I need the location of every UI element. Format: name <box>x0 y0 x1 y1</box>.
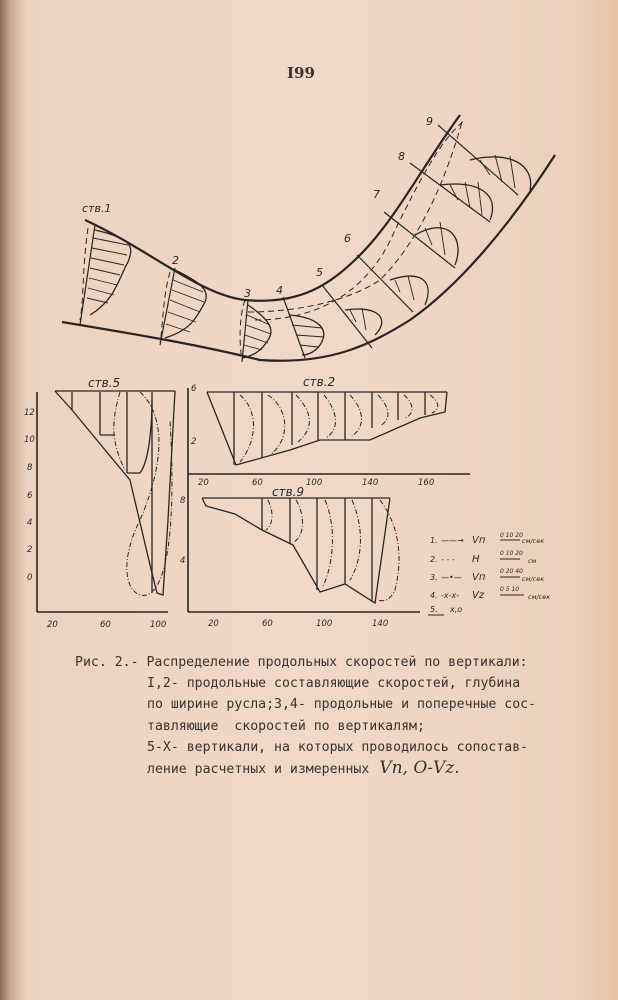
chart-section-5-ticks: 12 10 8 6 4 2 0 20 60 100 <box>24 408 166 630</box>
svg-text:60: 60 <box>262 619 273 629</box>
legend-item-2: 2. - - - H 0 10 20 см <box>430 550 537 565</box>
svg-text:160: 160 <box>418 478 434 488</box>
svg-text:100: 100 <box>150 620 166 630</box>
chart-section-5: ств.5 12 10 8 6 4 2 0 20 60 <box>24 376 176 630</box>
svg-text:6: 6 <box>344 232 351 245</box>
svg-text:H: H <box>472 554 480 565</box>
svg-text:-x-x-: -x-x- <box>441 591 459 600</box>
svg-text:8: 8 <box>27 463 33 473</box>
svg-text:12: 12 <box>24 408 35 418</box>
svg-text:5.: 5. <box>430 605 438 614</box>
svg-text:0: 0 <box>27 573 32 583</box>
svg-text:ств.1: ств.1 <box>82 202 111 215</box>
plan-view-channel <box>61 114 556 362</box>
legend-item-3: 3. —•— Vп 0 20 40 см/сек <box>430 568 544 583</box>
svg-text:см/сек: см/сек <box>522 575 544 583</box>
svg-text:см/сек: см/сек <box>522 537 544 545</box>
svg-text:100: 100 <box>306 478 322 488</box>
legend: 1. ——→ Vп 0 10 20 см/сек 2. - - - H 0 10… <box>428 532 550 616</box>
legend-item-4: 4. -x-x- Vz 0 5 10 см/сек <box>430 586 550 601</box>
caption-line-1: Рис. 2.- Распределение продольных скорос… <box>75 655 528 670</box>
caption-handwritten: Vп, О-Vz. <box>379 758 460 779</box>
svg-text:0 5 10: 0 5 10 <box>500 586 519 593</box>
svg-text:- - -: - - - <box>441 555 455 564</box>
legend-item-5: 5. x,o <box>428 605 462 616</box>
svg-text:ств.9: ств.9 <box>272 485 304 499</box>
svg-text:60: 60 <box>100 620 111 630</box>
svg-text:140: 140 <box>362 478 378 488</box>
page-number: I99 <box>287 64 315 82</box>
svg-text:0 10 20: 0 10 20 <box>500 550 523 557</box>
plan-view-labels: ств.1 2 3 4 5 6 7 8 9 <box>82 115 433 300</box>
caption-line-3: по ширине русла;3,4- продольные и попере… <box>147 697 537 713</box>
svg-text:2: 2 <box>27 545 32 555</box>
svg-text:9: 9 <box>426 115 433 128</box>
svg-text:3: 3 <box>244 287 251 300</box>
svg-text:60: 60 <box>252 478 263 488</box>
svg-text:8: 8 <box>398 150 405 163</box>
svg-text:10: 10 <box>24 435 35 445</box>
svg-text:ств.2: ств.2 <box>303 375 335 389</box>
svg-text:20: 20 <box>47 620 58 630</box>
caption-line-2: I,2- продольные составляющие скоростей, … <box>147 676 521 692</box>
caption-label: Рис. 2.- <box>75 655 139 670</box>
svg-text:2: 2 <box>191 437 196 447</box>
svg-text:——→: ——→ <box>441 536 464 545</box>
svg-text:8: 8 <box>180 496 186 506</box>
figure-2: ств.1 2 3 4 5 6 7 8 9 ств.5 12 <box>24 114 556 630</box>
svg-text:см: см <box>528 557 537 565</box>
plan-view-velocity-profiles <box>89 156 532 359</box>
svg-text:20: 20 <box>198 478 209 488</box>
caption-line-5: 5-Х- вертикали, на которых проводилось с… <box>147 739 529 755</box>
svg-text:4: 4 <box>27 518 32 528</box>
svg-text:100: 100 <box>316 619 332 629</box>
plan-view-hatching <box>86 154 516 351</box>
svg-text:x,o: x,o <box>449 605 462 614</box>
svg-text:4: 4 <box>180 556 185 566</box>
svg-text:0 20 40: 0 20 40 <box>500 568 523 575</box>
svg-text:140: 140 <box>372 619 388 629</box>
svg-text:ств.5: ств.5 <box>88 376 120 390</box>
svg-text:4: 4 <box>276 284 283 297</box>
svg-text:5: 5 <box>316 266 323 279</box>
svg-text:2: 2 <box>172 254 179 267</box>
svg-text:20: 20 <box>208 619 219 629</box>
chart-section-2: ств.2 6 2 <box>187 375 470 612</box>
svg-text:3.: 3. <box>430 573 438 582</box>
svg-text:2.: 2. <box>430 555 438 564</box>
plan-view-sections <box>79 124 519 363</box>
svg-text:6: 6 <box>27 491 33 501</box>
chart-section-9: ств.9 8 4 20 60 100 140 <box>180 485 420 629</box>
svg-text:4.: 4. <box>430 591 438 600</box>
svg-text:см/сек: см/сек <box>528 593 550 601</box>
svg-text:7: 7 <box>373 188 380 201</box>
svg-text:—•—: —•— <box>441 573 462 582</box>
legend-item-1: 1. ——→ Vп 0 10 20 см/сек <box>430 532 544 546</box>
svg-text:Vп: Vп <box>472 572 486 583</box>
svg-text:0 10 20: 0 10 20 <box>500 532 523 539</box>
svg-text:Vz: Vz <box>472 590 485 601</box>
svg-text:6: 6 <box>191 384 197 394</box>
svg-text:1.: 1. <box>430 536 438 545</box>
svg-text:Vп: Vп <box>472 535 486 546</box>
plan-view-dashed-lines <box>79 119 466 361</box>
figure-caption: Рис. 2.- Распределение продольных скорос… <box>75 652 575 780</box>
caption-line-4: тавляющие скоростей по вертикалям; <box>147 718 425 734</box>
